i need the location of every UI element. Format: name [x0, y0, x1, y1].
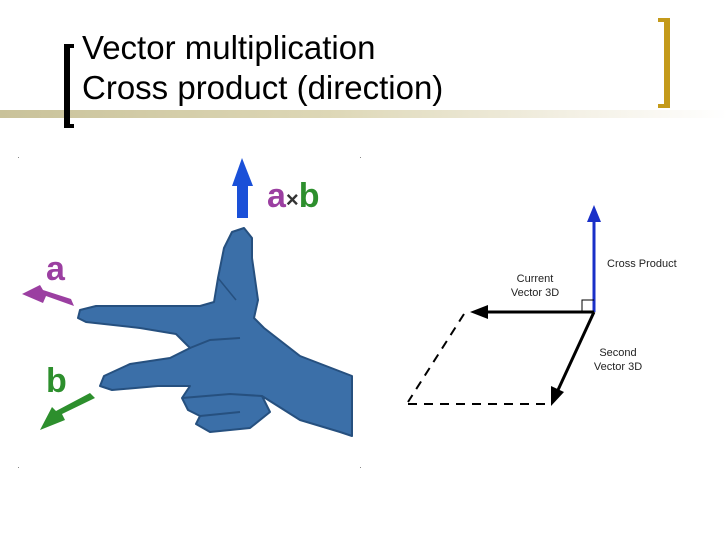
- image-corner-marks: [18, 157, 361, 468]
- axb-label-a: a: [267, 177, 287, 215]
- right-bracket-decoration: [658, 18, 670, 108]
- axb-label-b: b: [299, 177, 320, 215]
- title-underline-band: [0, 110, 728, 118]
- second-vector: [556, 311, 596, 391]
- second-vector-label-line1: Second: [599, 347, 636, 359]
- current-vector-label-line2: Vector 3D: [511, 287, 559, 299]
- cross-product-label: Cross Product: [607, 258, 677, 270]
- a-arrow: [22, 285, 74, 306]
- a-label: a: [46, 250, 66, 288]
- b-label: b: [46, 362, 67, 400]
- thumb-crease: [217, 277, 237, 301]
- slide-title: Vector multiplication Cross product (dir…: [82, 28, 443, 108]
- axb-label: a×b: [267, 177, 320, 215]
- second-vector-label-line2: Vector 3D: [594, 361, 642, 373]
- b-arrow: [40, 393, 95, 430]
- title-line-1: Vector multiplication: [82, 29, 376, 66]
- dashed-edge-left: [407, 313, 465, 403]
- current-vector-arrowhead: [470, 305, 488, 319]
- title-line-2: Cross product (direction): [82, 69, 444, 106]
- hand-illustration: [77, 227, 353, 437]
- hand-shape: [77, 227, 353, 437]
- axb-arrow: [232, 158, 253, 218]
- vector-diagram: Cross Product Current Vector 3D Second V…: [407, 205, 677, 406]
- second-vector-arrowhead: [551, 386, 564, 406]
- cross-product-arrowhead: [587, 205, 601, 222]
- right-angle-marker: [581, 299, 594, 312]
- current-vector-label-line1: Current: [517, 273, 554, 285]
- left-bracket-decoration: [64, 44, 74, 128]
- axb-label-times: ×: [286, 187, 299, 212]
- hand-finger-crease: [181, 337, 263, 417]
